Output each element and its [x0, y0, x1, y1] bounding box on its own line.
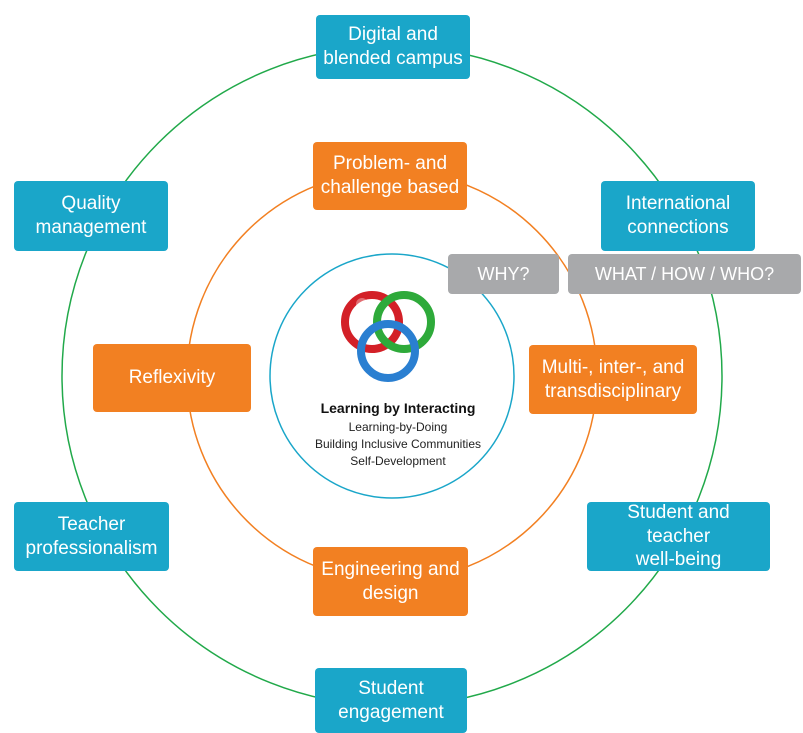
box-line: Engineering and	[321, 558, 460, 580]
center-line: Building Inclusive Communities	[314, 437, 482, 451]
box-reflexivity: Reflexivity	[93, 344, 251, 412]
box-line: Teacher	[57, 513, 126, 535]
box-line: design	[362, 582, 419, 604]
box-line: Problem- and	[332, 153, 448, 175]
logo-rings-icon	[341, 291, 435, 382]
label-what-how-who: WHAT / HOW / WHO?	[568, 254, 801, 294]
inner-ring	[269, 253, 515, 499]
box-line: challenge based	[320, 177, 460, 198]
why-label: WHY?	[477, 263, 530, 284]
box-line: Reflexivity	[128, 367, 216, 389]
box-line: transdisciplinary	[544, 380, 682, 402]
box-line: Student and teacher	[627, 501, 730, 547]
box-line: engagement	[338, 701, 444, 723]
center-line: Self-Development	[350, 454, 446, 468]
logo-green-ring	[373, 291, 435, 353]
box-line: management	[35, 217, 147, 238]
box-line: Digital and	[348, 24, 438, 46]
box-line: well-being	[635, 549, 722, 571]
box-line: connections	[627, 217, 729, 238]
what-how-who-label: WHAT / HOW / WHO?	[594, 263, 775, 284]
box-line: blended campus	[323, 48, 463, 69]
center-title: Learning by Interacting	[320, 400, 476, 416]
box-line: Multi-, inter-, and	[541, 356, 685, 378]
box-line: International	[625, 193, 731, 215]
box-line: Student	[358, 677, 424, 699]
logo-red-ring	[341, 291, 403, 353]
box-line: professionalism	[25, 537, 158, 559]
box-line: Quality	[61, 193, 121, 215]
logo-highlight	[356, 298, 368, 310]
label-why: WHY?	[448, 254, 559, 294]
logo-blue-ring	[357, 320, 419, 382]
center-line: Learning-by-Doing	[348, 420, 448, 434]
